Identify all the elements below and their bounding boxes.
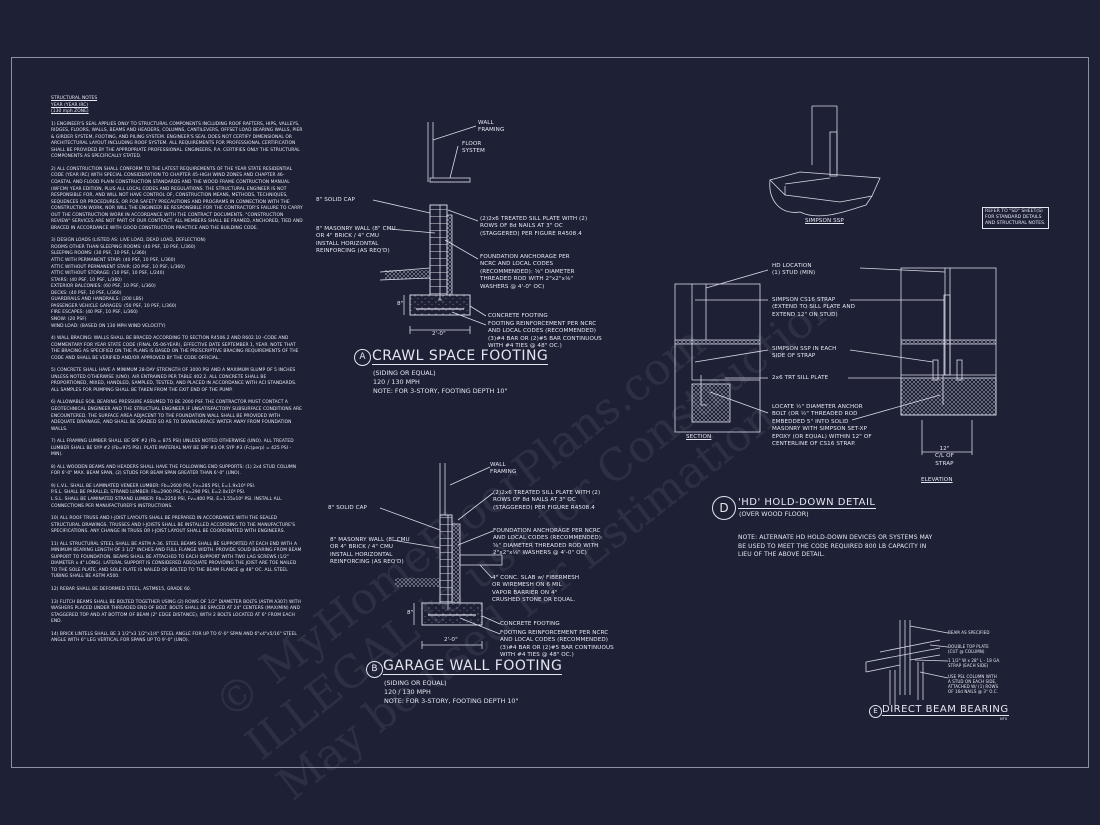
garage-sill-plate-label: (2)2x6 TREATED SILL PLATE WITH (2) ROWS … — [493, 490, 601, 511]
refer-note-box: REFER TO "SD" SHEET(S) FOR STANDARD DETA… — [982, 207, 1049, 229]
section-label: SECTION — [686, 434, 712, 440]
garage-wall-title: GARAGE WALL FOOTING — [383, 658, 563, 675]
crawl-wall-framing-label: WALL FRAMING — [478, 120, 505, 134]
crawl-space-subtitle: (SIDING OR EQUAL) 120 / 130 MPH NOTE: FO… — [373, 369, 508, 395]
note-1: 1) ENGINEER'S SEAL APPLIES ONLY TO STRUC… — [51, 121, 303, 160]
garage-detail-tag: B — [366, 661, 383, 678]
garage-concrete-footing-label: CONCRETE FOOTING — [500, 621, 560, 627]
garage-anchorage-label: FOUNDATION ANCHORAGE PER NCRC AND LOCAL … — [493, 528, 604, 557]
crawl-floor-system-label: FLOOR SYSTEM — [462, 141, 485, 155]
note-5: 5) CONCRETE SHALL HAVE A MINIMUM 28-DAY … — [51, 368, 297, 393]
direct-beam-title: DIRECT BEAM BEARING — [882, 704, 1009, 716]
top-plate-label: DOUBLE TOP PLATE (CUT @ COLUMN) — [948, 644, 989, 654]
direct-beam-scale: NTS — [1000, 717, 1008, 721]
sheet-border — [11, 57, 1089, 768]
crawl-masonry-wall-label: 8" MASONRY WALL (8" CMU OR 4" BRICK / 4"… — [316, 226, 396, 255]
garage-depth-dim: 8" — [407, 610, 414, 616]
garage-reinforcement-label: FOOTING REINFORCEMENT PER NCRC AND LOCAL… — [500, 630, 614, 659]
crawl-anchorage-label: FOUNDATION ANCHORAGE PER NCRC AND LOCAL … — [480, 254, 575, 290]
garage-slab-label: 4" CONC. SLAB w/ FIBERMESH OR WIREMESH O… — [492, 575, 580, 604]
garage-wall-section — [379, 463, 503, 649]
hold-down-subtitle: (OVER WOOD FLOOR) — [739, 510, 809, 518]
note-3: 3) DESIGN LOADS (LISTED AS: LIVE LOAD, D… — [51, 238, 206, 329]
note-2: 2) ALL CONSTRUCTION SHALL CONFORM TO THE… — [51, 166, 303, 231]
column-label: USE PSL COLUMN WITH A STUD ON EACH SIDE,… — [948, 674, 999, 694]
crawl-reinforcement-label: FOOTING REINFORCEMENT PER NCRC AND LOCAL… — [488, 321, 602, 350]
hd-location-label: HD LOCATION (1) STUD (MIN) — [772, 263, 816, 277]
hold-down-detail-tag: D — [712, 496, 736, 520]
cs16-strap-label: SIMPSON CS16 STRAP (EXTEND TO SILL PLATE… — [772, 297, 856, 318]
elevation-label: ELEVATION — [921, 477, 953, 483]
crawl-sill-plate-label: (2)2x6 TREATED SILL PLATE WITH (2) ROWS … — [480, 216, 588, 237]
garage-solid-cap-label: 8" SOLID CAP — [328, 505, 368, 511]
notes-heading: STRUCTURAL NOTES — [51, 96, 98, 101]
crawl-solid-cap-label: 8" SOLID CAP — [316, 197, 356, 203]
sill-plate-label: 2x6 TRT SILL PLATE — [772, 375, 829, 381]
garage-wall-subtitle: (SIDING OR EQUAL) 120 / 130 MPH NOTE: FO… — [384, 679, 519, 705]
strap-label: 1 1/2" W x 28" L - 18 GA. STRAP (EACH SI… — [948, 658, 1001, 668]
simpson-ssp-label: SIMPSON SSP — [805, 218, 844, 224]
note-6: 6) ALLOWABLE SOIL BEARING PRESSURE ASSUM… — [51, 400, 302, 432]
ssp-strap-label: SIMPSON SSP IN EACH SIDE OF STRAP — [772, 346, 837, 360]
notes-zone: (130 mph ZONE) — [51, 109, 89, 115]
hold-down-section — [674, 269, 769, 433]
garage-width-dim: 2'-0" — [444, 637, 458, 643]
hold-down-elevation — [848, 267, 997, 455]
note-4: 4) WALL BRACING: WALLS SHALL BE BRACED A… — [51, 336, 299, 361]
crawl-concrete-footing-label: CONCRETE FOOTING — [488, 313, 548, 319]
note-12: 12) REBAR SHALL BE DEFORMED STEEL, ASTM6… — [51, 587, 192, 592]
strap-dim-label: 12" C/L OF STRAP — [935, 446, 954, 467]
structural-notes: STRUCTURAL NOTES YEAR (YEAR IRC) (130 mp… — [51, 96, 303, 651]
notes-year: YEAR (YEAR IRC) — [51, 102, 89, 108]
hold-down-note: NOTE: ALTERNATE HD HOLD-DOWN DEVICES OR … — [738, 534, 933, 558]
note-13: 13) FLITCH BEAMS SHALL BE BOLTED TOGETHE… — [51, 599, 301, 625]
note-14: 14) BRICK LINTELS SHALL BE 3 1/2"x3 1/2"… — [51, 631, 297, 644]
beam-label: BEAM AS SPECIFIED — [948, 630, 990, 635]
note-9: 9) L.V.L. SHALL BE LAMINATED VENEER LUMB… — [51, 483, 282, 509]
hold-down-title: 'HD' HOLD-DOWN DETAIL — [738, 497, 876, 509]
note-7: 7) ALL FRAMING LUMBER SHALL BE SPF #2 (F… — [51, 439, 294, 458]
note-11: 11) ALL STRUCTURAL STEEL SHALL BE ASTM A… — [51, 541, 302, 580]
garage-masonry-wall-label: 8" MASONRY WALL (8" CMU OR 4" BRICK / 4"… — [330, 537, 410, 566]
note-8: 8) ALL WOODEN BEAMS AND HEADERS SHALL HA… — [51, 464, 297, 477]
crawl-depth-dim: 8" — [397, 301, 404, 307]
anchor-bolt-label: LOCATE ½" DIAMETER ANCHOR BOLT (OR ½" TH… — [772, 404, 872, 448]
direct-beam-drawing — [865, 620, 949, 705]
note-10: 10) ALL ROOF TRUSS AND I-JOIST LAYOUTS S… — [51, 516, 296, 535]
crawl-space-section — [372, 122, 487, 334]
garage-wall-framing-label: WALL FRAMING — [490, 462, 517, 476]
crawl-width-dim: 2'-0" — [432, 331, 446, 337]
direct-beam-detail-tag: E — [869, 705, 882, 718]
simpson-ssp-drawing — [769, 105, 881, 217]
crawl-detail-tag: A — [354, 349, 371, 366]
crawl-space-title: CRAWL SPACE FOOTING — [372, 348, 549, 365]
